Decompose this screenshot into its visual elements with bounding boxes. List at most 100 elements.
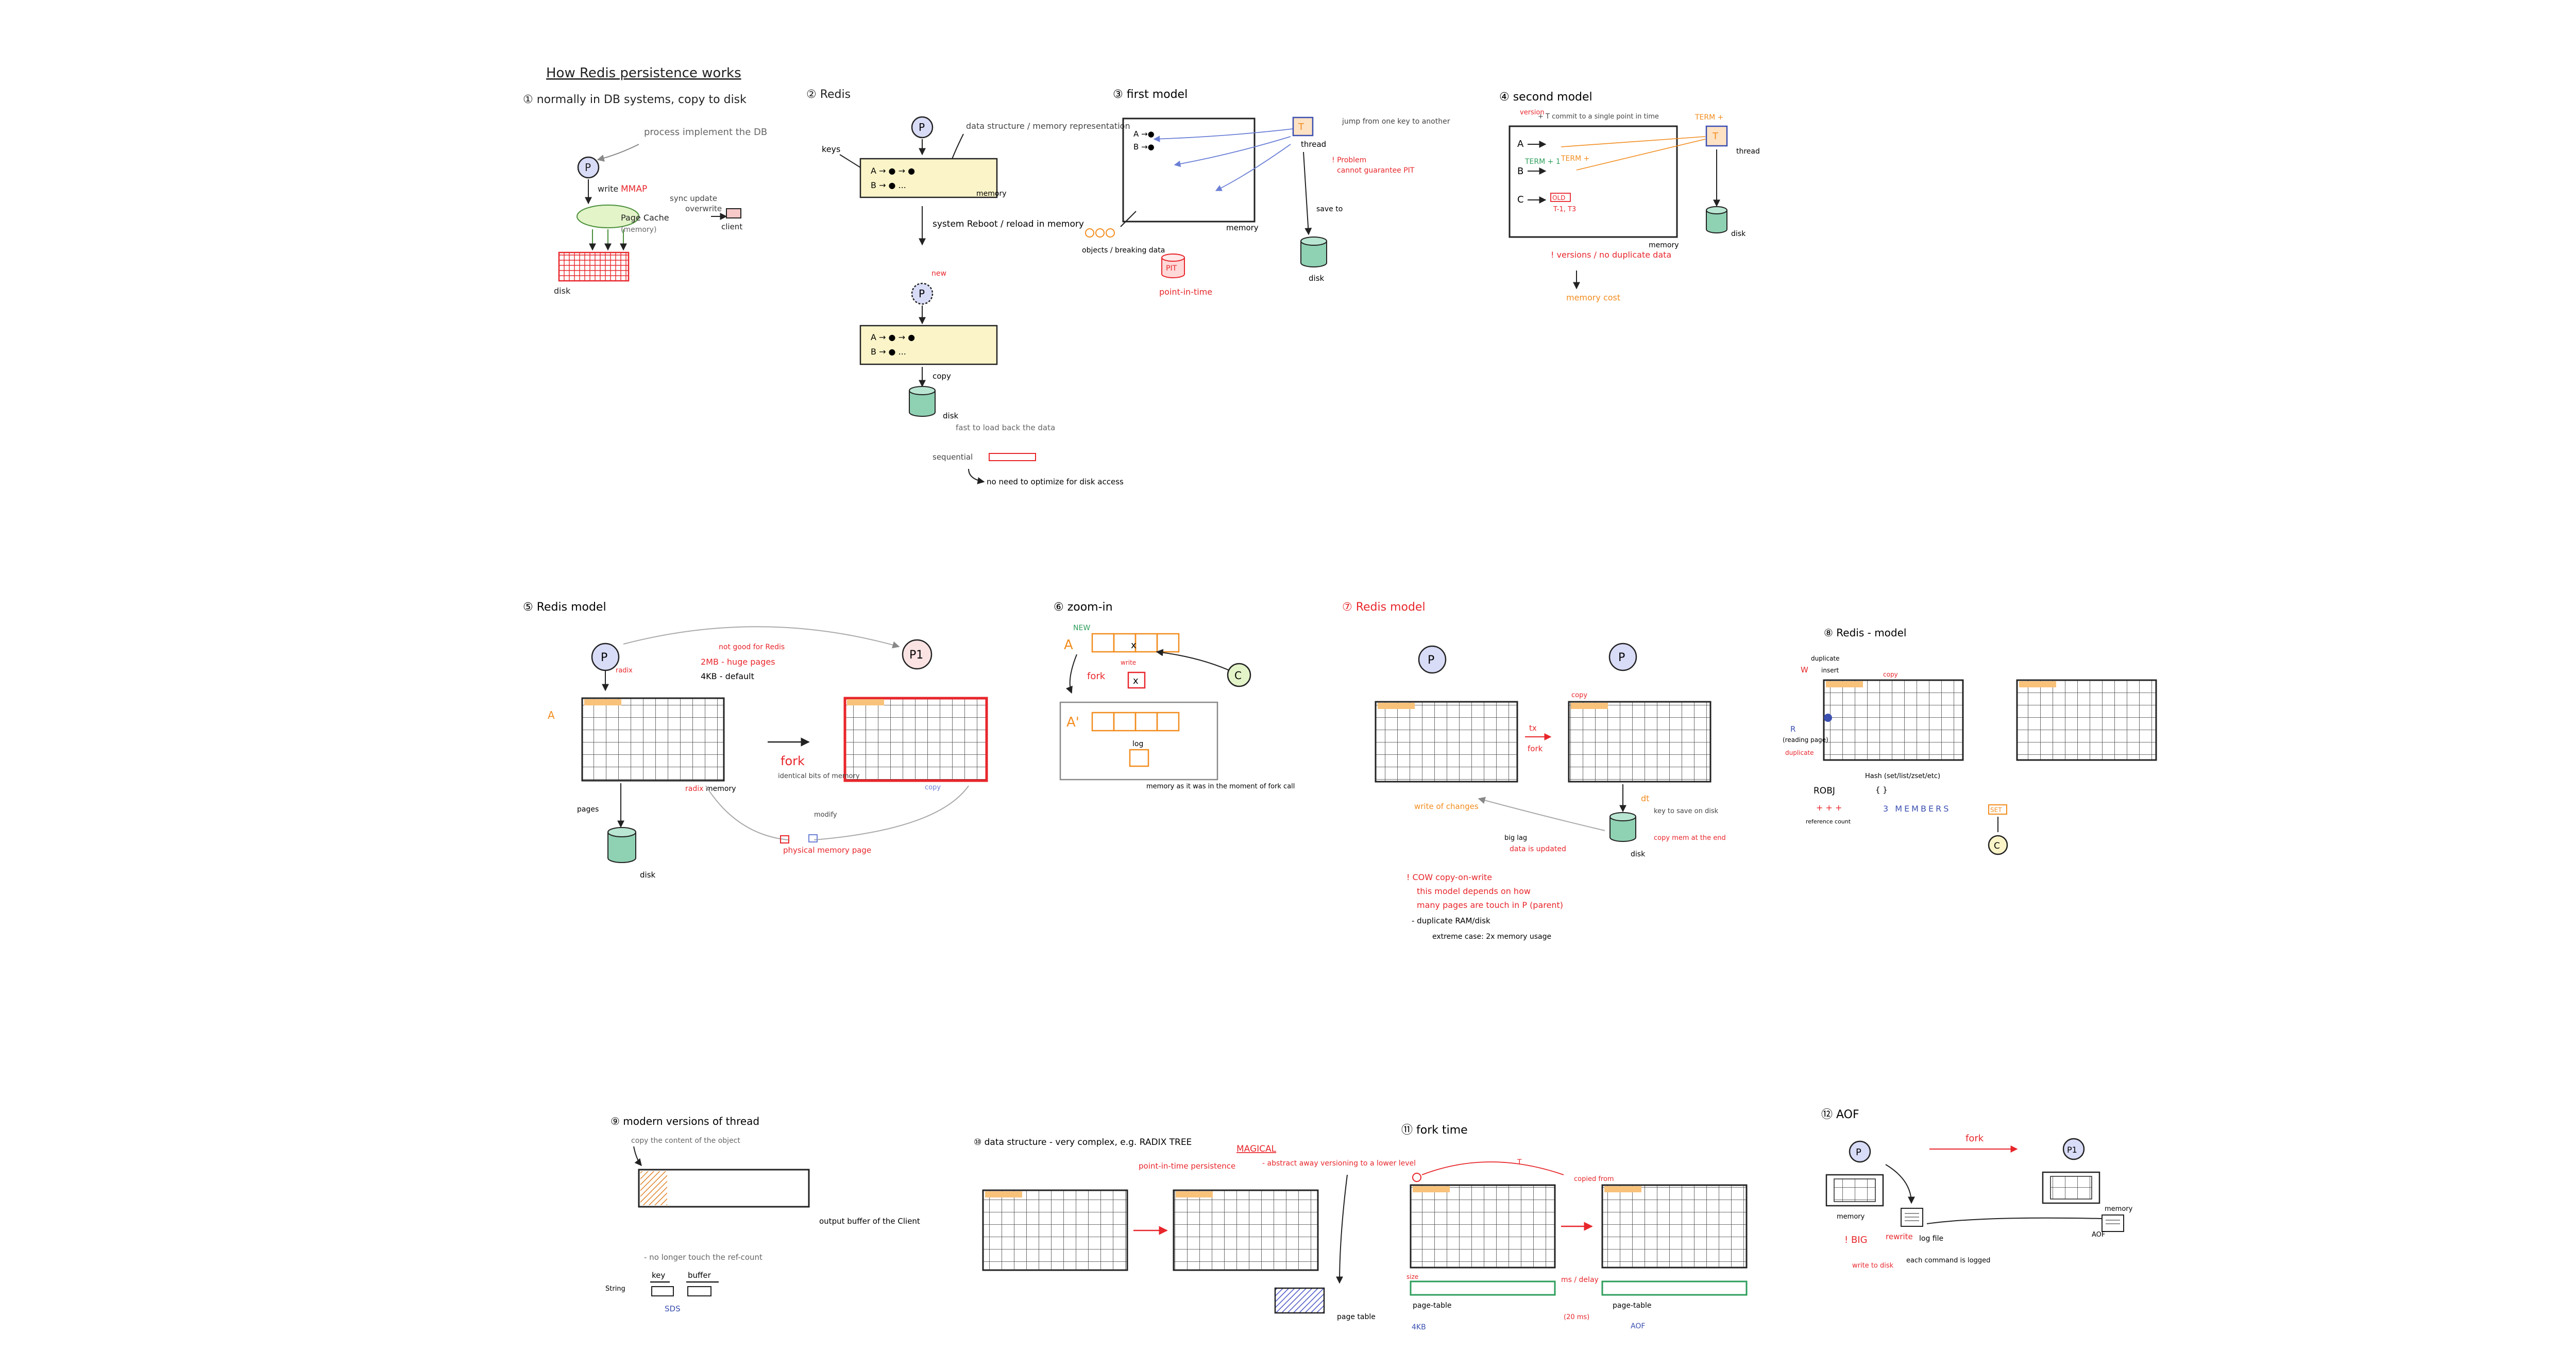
- fork-label-12: fork: [1965, 1133, 1984, 1144]
- p1-node-12: [2062, 1138, 2085, 1160]
- aof-label-11: AOF: [1631, 1322, 1645, 1330]
- dt-label: dt: [1641, 794, 1649, 803]
- memory-label-4: memory: [1649, 241, 1679, 249]
- refcount-label: + + +: [1816, 803, 1842, 813]
- row-a: A → ● → ●: [871, 166, 915, 176]
- insert-label: insert: [1821, 667, 1839, 674]
- thread-label-3: thread: [1301, 140, 1326, 149]
- a2-label-6: A': [1066, 715, 1079, 730]
- section-9-heading: ⑨ modern versions of thread: [611, 1115, 759, 1127]
- process-label: P: [585, 161, 591, 174]
- disk-label: disk: [554, 286, 571, 296]
- page-table-label-10: page table: [1337, 1313, 1376, 1321]
- memory-grid-11b: [1601, 1184, 1748, 1269]
- row-a-3: A →●: [1133, 129, 1155, 139]
- fork-label-7: fork: [1528, 744, 1543, 753]
- copy-label: copy: [933, 372, 951, 381]
- c-label-8: C: [1994, 841, 2000, 851]
- fork-label-5: fork: [781, 754, 805, 768]
- page-cache: [577, 205, 639, 228]
- section-10-heading: ⑩ data structure - very complex, e.g. RA…: [974, 1137, 1192, 1147]
- process-note: process implement the DB: [644, 127, 767, 138]
- copy-mem-label: copy mem at the end: [1654, 834, 1726, 842]
- pit-cylinder: [1161, 254, 1185, 278]
- cow-label: ! COW copy-on-write: [1406, 872, 1492, 882]
- disk-cylinder-2: [909, 386, 936, 417]
- disk-label-7: disk: [1631, 850, 1646, 858]
- pages-label: pages: [577, 805, 599, 814]
- aof-file-box: [2102, 1214, 2124, 1232]
- x-mark-2: x: [1133, 676, 1139, 686]
- redis-process-label: P: [919, 121, 925, 133]
- memory-box-1: [859, 158, 998, 198]
- fork-label-6: fork: [1087, 671, 1106, 682]
- disk-label-4: disk: [1731, 230, 1746, 238]
- rewrite-label: rewrite: [1886, 1232, 1913, 1241]
- chunks-label: write of changes: [1414, 802, 1479, 811]
- phys-page-b: [808, 834, 818, 842]
- disk-cylinder-3: [1300, 237, 1327, 267]
- row-a-2: A → ● → ●: [871, 332, 915, 342]
- jump-label: jump from one key to another: [1342, 117, 1450, 126]
- client-node-6: [1227, 663, 1251, 687]
- fourkb-label: 4KB - default: [701, 671, 754, 681]
- c-label-4: C: [1517, 194, 1524, 205]
- ref-sub-label: reference count: [1806, 818, 1851, 825]
- x-mark-1: x: [1131, 640, 1137, 651]
- reading-label: (reading page): [1783, 736, 1828, 744]
- memory-label-3: memory: [1226, 223, 1259, 232]
- section-6-heading: ⑥ zoom-in: [1054, 601, 1113, 614]
- page-table-label-a: page-table: [1413, 1302, 1451, 1310]
- buffer-label-9: buffer: [688, 1271, 711, 1280]
- section-12-heading: ⑫ AOF: [1821, 1108, 1859, 1121]
- disk-label-3: disk: [1309, 274, 1325, 283]
- log-file-label: log file: [1919, 1235, 1943, 1243]
- memory-label-12b: memory: [2105, 1205, 2133, 1213]
- section-2-heading: ② Redis: [806, 88, 851, 101]
- term-top: TERM +: [1694, 113, 1723, 122]
- keys-label: keys: [822, 144, 840, 154]
- section-12-aof: ⑫ AOF P P1 fork memory memory log file A…: [1821, 1108, 2133, 1270]
- page-cache-label: Page Cache: [621, 213, 669, 223]
- sync-label: sync update: [670, 194, 717, 203]
- memory-grid-7a: [1375, 701, 1518, 783]
- section-3-heading: ③ first model: [1113, 88, 1188, 101]
- redis-process-new: [911, 282, 934, 305]
- redis-process-new-label: P: [919, 288, 925, 300]
- pit-badge: PIT: [1166, 264, 1177, 273]
- p-node-7: [1418, 645, 1447, 674]
- term-neg: T-1, T3: [1553, 206, 1576, 213]
- new-label: new: [931, 269, 946, 278]
- memory-grid-10b: [1173, 1189, 1319, 1271]
- disk-label-2: disk: [943, 411, 959, 420]
- save-label: save to: [1316, 205, 1343, 213]
- copy-note-9: copy the content of the object: [631, 1137, 740, 1145]
- modify-label: modify: [814, 811, 837, 819]
- memory-label-1: memory: [976, 190, 1007, 198]
- p1-label-5: P1: [909, 649, 923, 662]
- section-10-data-structure: ⑩ data structure - very complex, e.g. RA…: [974, 1137, 1416, 1321]
- copy-note-7: copy: [1571, 691, 1587, 699]
- p1-label-12: P1: [2067, 1145, 2077, 1155]
- term1-label: TERM + 1: [1524, 158, 1561, 166]
- r-label: R: [1790, 724, 1795, 734]
- magical-label: MAGICAL: [1236, 1144, 1277, 1154]
- problem-label: ! Problem: [1332, 156, 1366, 164]
- memory-grid-5b: [843, 697, 988, 782]
- big-label-12: ! BIG: [1844, 1235, 1868, 1245]
- disk-cylinder-5: [607, 827, 636, 863]
- braces-label: { }: [1875, 785, 1888, 795]
- section-5-heading: ⑤ Redis model: [523, 601, 606, 614]
- section-4-heading: ④ second model: [1499, 91, 1592, 104]
- term-mid: TERM +: [1561, 155, 1589, 163]
- section-3-first-model: ③ first model A →● B →● memory T thread …: [1082, 88, 1450, 297]
- section-8-redis-model: ⑧ Redis - model W duplicate insert copy …: [1783, 627, 2157, 855]
- fork-sub-label: identical bits of memory: [778, 772, 860, 780]
- each-label: each command is logged: [1906, 1257, 1990, 1264]
- section-6-zoom-in: ⑥ zoom-in NEW A x write fork x C A' log …: [1054, 601, 1295, 790]
- client-label: client: [721, 222, 742, 231]
- sds-label: SDS: [665, 1304, 681, 1313]
- page-table-bar-a: [1410, 1280, 1556, 1296]
- memory-grid-5a: [581, 697, 725, 782]
- zoom-frame: [1059, 701, 1218, 781]
